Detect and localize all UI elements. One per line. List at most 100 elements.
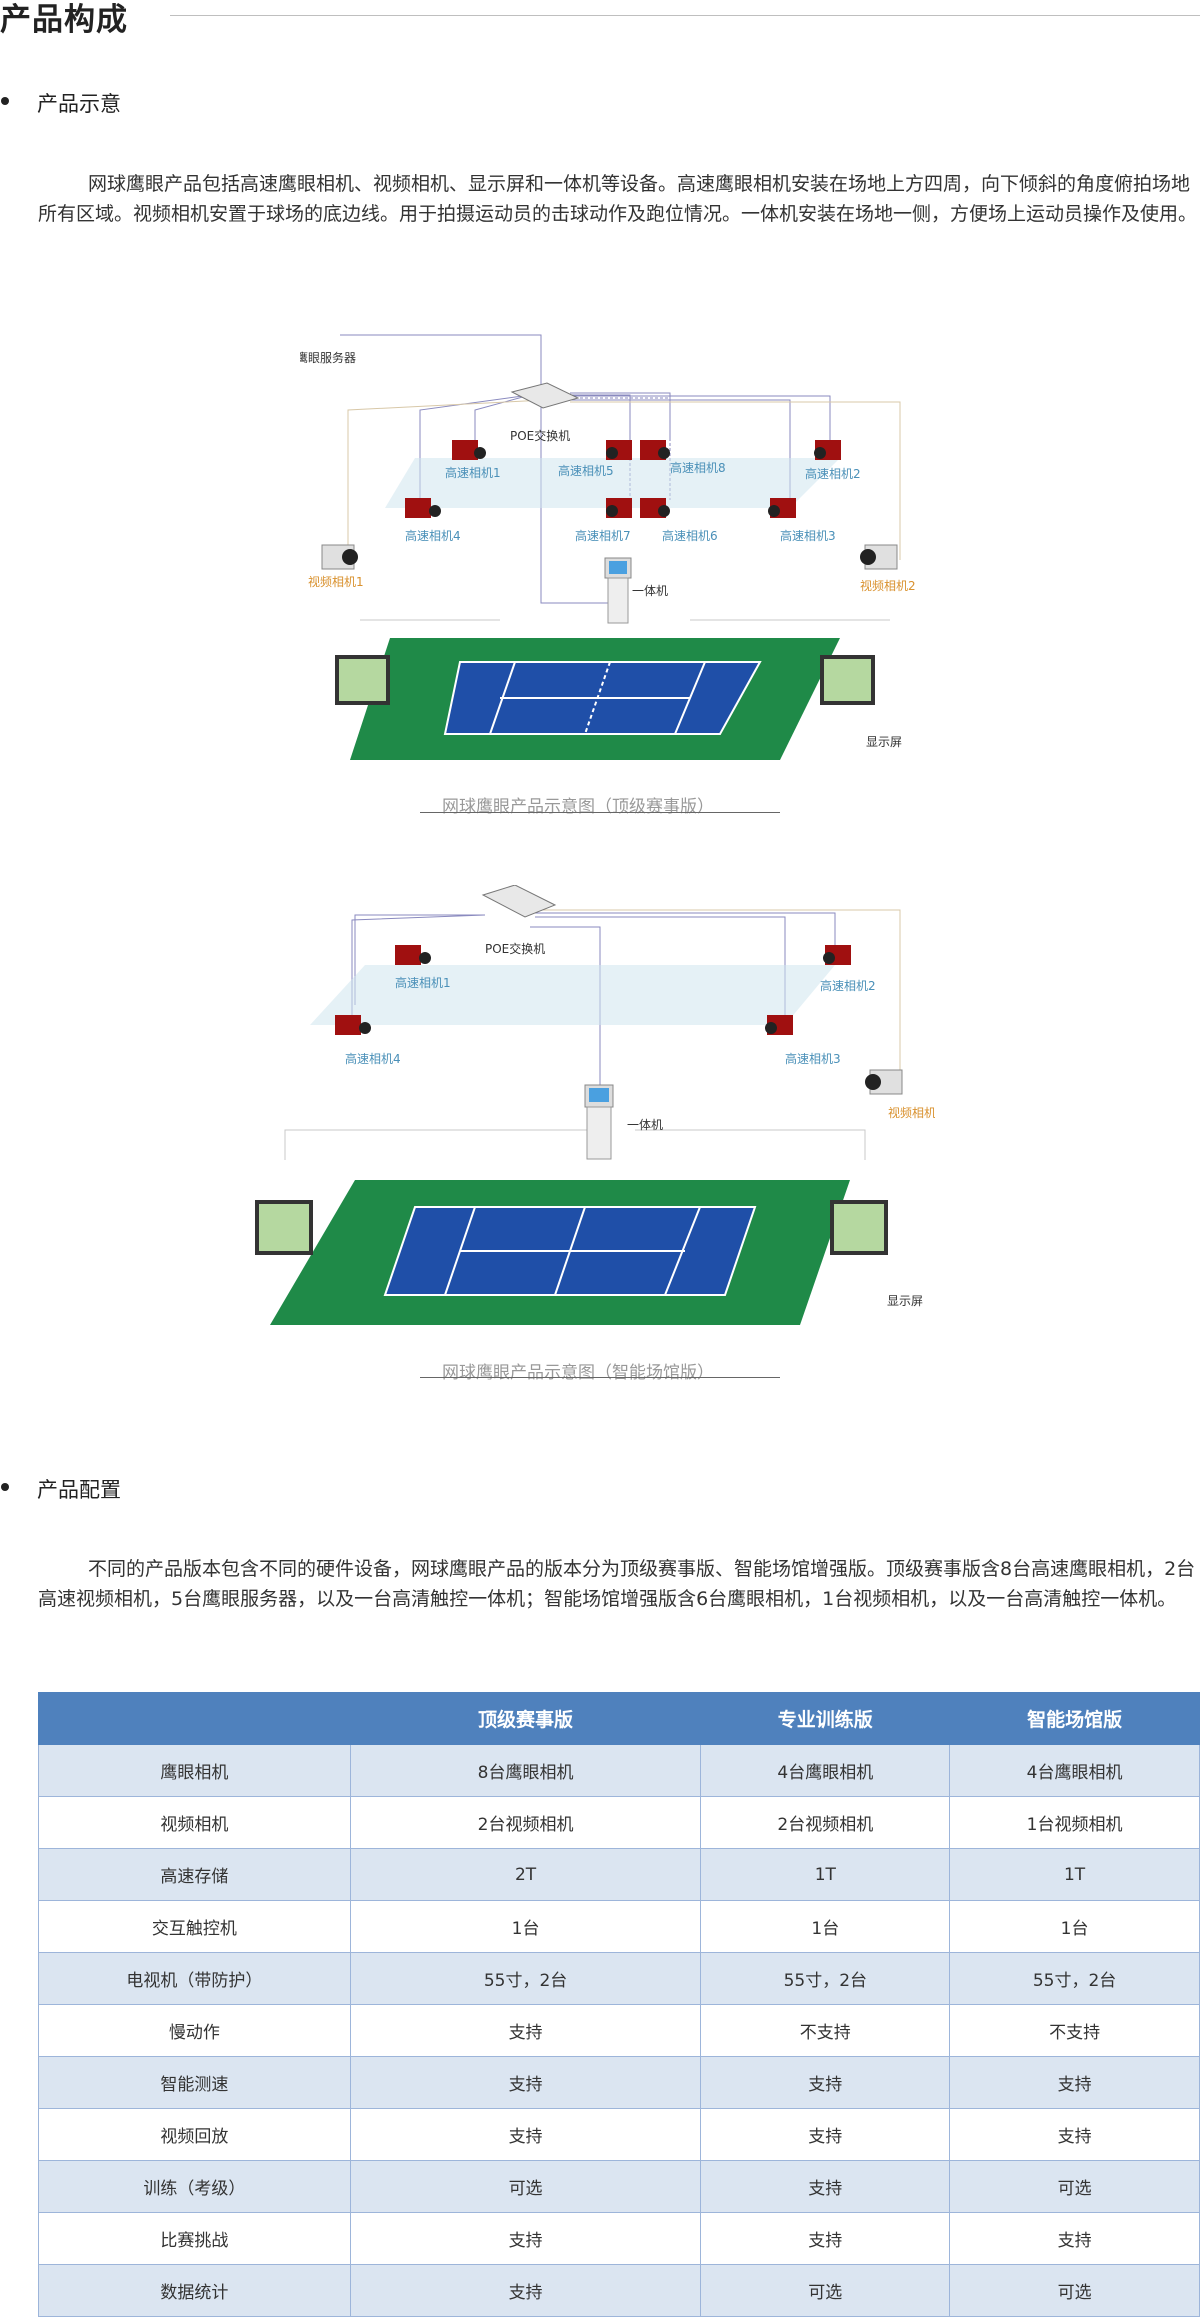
bullet-dot-icon: [1, 1483, 9, 1491]
table-cell: 可选: [349, 2160, 702, 2213]
diagram-smart-venue: POE交换机 高速相机1 高速相机2 高速相机4 高速相机3 视频相机 一体机 …: [255, 885, 935, 1325]
table-cell: 不支持: [949, 2004, 1200, 2057]
table-cell: 1台: [349, 1900, 702, 1953]
video-camera-icon: [865, 1069, 903, 1095]
table-cell: 交互触控机: [38, 1900, 351, 1953]
table-cell: 训练（考级）: [38, 2160, 351, 2213]
title-divider: [170, 15, 1200, 16]
diagram2-caption: 网球鹰眼产品示意图（智能场馆版）: [442, 1363, 714, 1383]
camera-icon: [640, 498, 670, 518]
table-cell: 支持: [949, 2212, 1200, 2265]
table-cell: 支持: [700, 2056, 951, 2109]
display-icon: [830, 1200, 888, 1255]
camera-label: 高速相机3: [780, 528, 836, 543]
table-cell: 1台: [949, 1900, 1200, 1953]
table-cell: 支持: [349, 2056, 702, 2109]
capture-zone: [385, 458, 840, 508]
video-camera-icon: [321, 544, 358, 570]
section-title: 产品构成: [0, 2, 128, 38]
bullet-dot-icon: [1, 97, 9, 105]
display-label: 显示屏: [866, 735, 902, 749]
display-icon: [820, 655, 875, 705]
table-cell: 支持: [349, 2108, 702, 2161]
video-camera-label: 视频相机2: [860, 578, 916, 593]
video-camera-icon: [860, 544, 898, 570]
table-cell: 高速存储: [38, 1848, 351, 1901]
camera-label: 高速相机4: [345, 1051, 401, 1066]
bullet-label: 产品示意: [37, 92, 121, 116]
table-row: 慢动作支持不支持不支持: [38, 2004, 1200, 2057]
diagram-top-tier: 鹰眼服务器 POE交换机 高速相机1 高速相机5 高速相机8 高速相机2 高速相…: [300, 334, 916, 760]
table-cell: 1台: [700, 1900, 951, 1953]
camera-icon: [814, 440, 841, 460]
camera-label: 高速相机1: [395, 975, 451, 990]
table-cell: 1台视频相机: [949, 1796, 1200, 1849]
kiosk-icon: [584, 1084, 614, 1160]
table-cell: 支持: [949, 2108, 1200, 2161]
table-row: 智能测速支持支持支持: [38, 2056, 1200, 2109]
table-cell: 不支持: [700, 2004, 951, 2057]
table-cell: 4台鹰眼相机: [949, 1744, 1200, 1797]
camera-icon: [606, 498, 632, 518]
camera-label: 高速相机6: [662, 528, 718, 543]
table-header-row: 顶级赛事版 专业训练版 智能场馆版: [38, 1692, 1200, 1745]
table-cell: 2T: [349, 1848, 702, 1901]
kiosk-label: 一体机: [627, 1118, 663, 1132]
table-cell: 4台鹰眼相机: [700, 1744, 951, 1797]
table-cell: 数据统计: [38, 2264, 351, 2317]
table-cell: 视频相机: [38, 1796, 351, 1849]
table-cell: 1T: [700, 1848, 951, 1901]
video-camera-label: 视频相机: [888, 1105, 935, 1120]
camera-label: 高速相机4: [405, 528, 461, 543]
kiosk-icon: [604, 557, 632, 624]
video-camera-label: 视频相机1: [308, 574, 364, 589]
server-label: 鹰眼服务器: [300, 350, 356, 365]
table-cell: 视频回放: [38, 2108, 351, 2161]
camera-icon: [452, 440, 486, 460]
camera-label: 高速相机2: [805, 466, 861, 481]
bullet-label: 产品配置: [37, 1478, 121, 1502]
table-cell: 支持: [700, 2108, 951, 2161]
table-cell: 比赛挑战: [38, 2212, 351, 2265]
camera-icon: [606, 440, 632, 460]
table-row: 训练（考级）可选支持可选: [38, 2160, 1200, 2213]
table-cell: 2台视频相机: [700, 1796, 951, 1849]
switch-icon: [510, 382, 580, 409]
table-cell: 支持: [349, 2004, 702, 2057]
camera-label: 高速相机8: [670, 460, 726, 475]
table-header-cell: 智能场馆版: [949, 1692, 1200, 1745]
camera-label: 高速相机7: [575, 528, 631, 543]
switch-icon: [481, 885, 557, 918]
table-cell: 55寸，2台: [349, 1952, 702, 2005]
table-cell: 55寸，2台: [700, 1952, 951, 2005]
camera-icon: [395, 945, 431, 965]
display-label: 显示屏: [887, 1294, 923, 1308]
kiosk-label: 一体机: [632, 584, 668, 598]
camera-label: 高速相机3: [785, 1051, 841, 1066]
table-cell: 支持: [349, 2212, 702, 2265]
table-cell: 8台鹰眼相机: [349, 1744, 702, 1797]
capture-zone: [310, 965, 835, 1025]
camera-label: 高速相机1: [445, 465, 501, 480]
switch-label: POE交换机: [485, 941, 545, 956]
camera-icon: [768, 498, 796, 518]
camera-label: 高速相机2: [820, 978, 876, 993]
camera-icon: [335, 1015, 371, 1035]
switch-label: POE交换机: [510, 428, 570, 443]
table-row: 比赛挑战支持支持支持: [38, 2212, 1200, 2265]
camera-icon: [823, 945, 851, 965]
section-header: 产品构成: [0, 0, 1200, 38]
table-cell: 可选: [949, 2160, 1200, 2213]
display-icon: [255, 1200, 313, 1255]
display-icon: [335, 655, 390, 705]
camera-icon: [765, 1015, 793, 1035]
caption-underline: [420, 1377, 780, 1378]
table-header-cell: 专业训练版: [700, 1692, 951, 1745]
table-row: 视频回放支持支持支持: [38, 2108, 1200, 2161]
table-cell: 支持: [949, 2056, 1200, 2109]
